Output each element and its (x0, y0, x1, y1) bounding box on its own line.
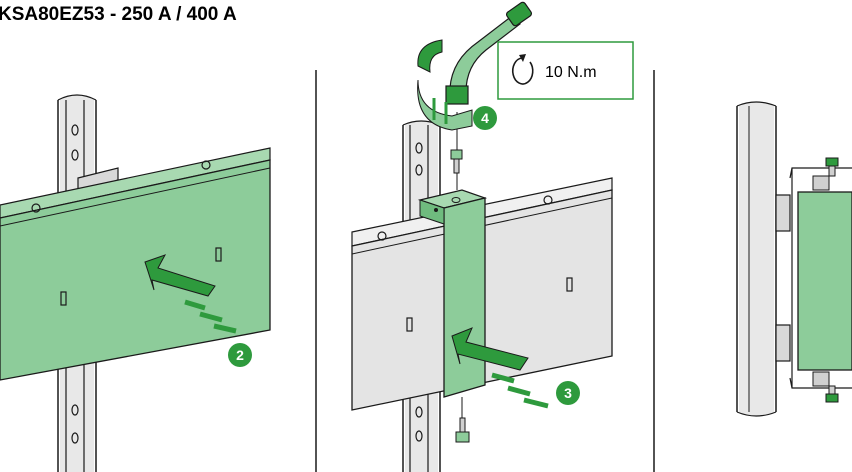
panel-1-step-2: 2 (0, 94, 271, 472)
panel-3-side-view (736, 101, 852, 417)
panel-2-steps-3-4: 10 N.m 3 4 (351, 1, 634, 472)
busbar-trunking-green (0, 147, 271, 381)
rotation-arrow (417, 39, 473, 131)
bolt-bottom (812, 371, 839, 403)
mount-block-top (775, 194, 791, 232)
push-arrow-step-3 (451, 327, 549, 409)
step-number-3: 3 (564, 385, 572, 401)
screw-bottom (455, 417, 470, 443)
step-number-2: 2 (236, 347, 244, 363)
upright-rail-side (736, 101, 777, 417)
step-badge-4: 4 (473, 106, 497, 130)
step-number-4: 4 (481, 110, 489, 126)
busbar-trunking-side (797, 191, 852, 371)
bolt-top (812, 157, 839, 191)
step-badge-2: 2 (228, 343, 252, 367)
step-badge-3: 3 (556, 381, 580, 405)
torque-value: 10 N.m (545, 64, 597, 81)
push-arrow-step-2 (144, 254, 237, 334)
clockwise-rotation-icon (511, 57, 534, 85)
mount-block-bottom (775, 324, 791, 362)
torque-wrench (445, 1, 533, 105)
screw-top (450, 149, 463, 174)
torque-callout: 10 N.m (497, 41, 634, 100)
page-title: KSA80EZ53 - 250 A / 400 A (0, 4, 237, 25)
